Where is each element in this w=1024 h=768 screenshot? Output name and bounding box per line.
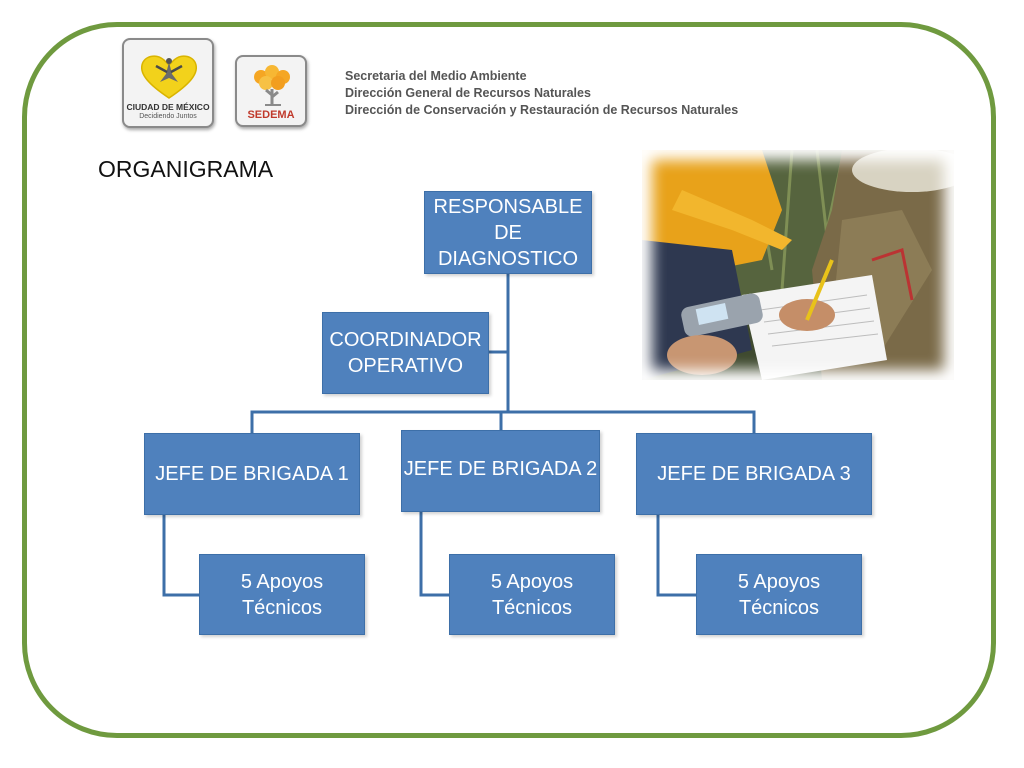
node-jefe-brigada-1: JEFE DE BRIGADA 1 — [144, 433, 360, 515]
header-line-1: Secretaria del Medio Ambiente — [345, 69, 527, 83]
cdmx-logo-tagline: Decidiendo Juntos — [139, 113, 197, 120]
cdmx-logo-text: CIUDAD DE MÉXICO — [126, 102, 210, 112]
header-line-2: Dirección General de Recursos Naturales — [345, 86, 591, 100]
node-coordinador-operativo: COORDINADOR OPERATIVO — [322, 312, 489, 394]
node-apoyos-tecnicos-3: 5 Apoyos Técnicos — [696, 554, 862, 635]
node-label: COORDINADOR OPERATIVO — [329, 329, 482, 377]
node-jefe-brigada-2: JEFE DE BRIGADA 2 — [401, 430, 600, 512]
header-line-3: Dirección de Conservación y Restauración… — [345, 103, 739, 117]
field-photo-image — [642, 150, 954, 380]
node-label: 5 Apoyos Técnicos — [490, 570, 574, 619]
photo-vignette — [642, 150, 954, 380]
node-label: 5 Apoyos Técnicos — [240, 570, 324, 619]
node-label: JEFE DE BRIGADA 3 — [657, 462, 851, 485]
header-block: Secretaria del Medio Ambiente Dirección … — [345, 68, 738, 119]
sedema-logo: SEDEMA — [235, 55, 307, 127]
node-label: 5 Apoyos Técnicos — [737, 570, 821, 619]
node-label: JEFE DE BRIGADA 2 — [403, 458, 598, 480]
field-photo — [642, 150, 954, 380]
node-label: RESPONSABLE DE DIAGNOSTICO — [433, 195, 583, 270]
cdmx-logo: CIUDAD DE MÉXICO Decidiendo Juntos — [122, 38, 214, 128]
node-responsable-diagnostico: RESPONSABLE DE DIAGNOSTICO — [424, 191, 592, 274]
heart-emblem-icon — [140, 55, 198, 99]
tree-emblem-icon — [254, 65, 290, 106]
node-label: JEFE DE BRIGADA 1 — [155, 462, 349, 485]
node-apoyos-tecnicos-1: 5 Apoyos Técnicos — [199, 554, 365, 635]
sedema-logo-text: SEDEMA — [247, 109, 295, 121]
page-title: ORGANIGRAMA — [98, 156, 274, 182]
node-apoyos-tecnicos-2: 5 Apoyos Técnicos — [449, 554, 615, 635]
node-jefe-brigada-3: JEFE DE BRIGADA 3 — [636, 433, 872, 515]
